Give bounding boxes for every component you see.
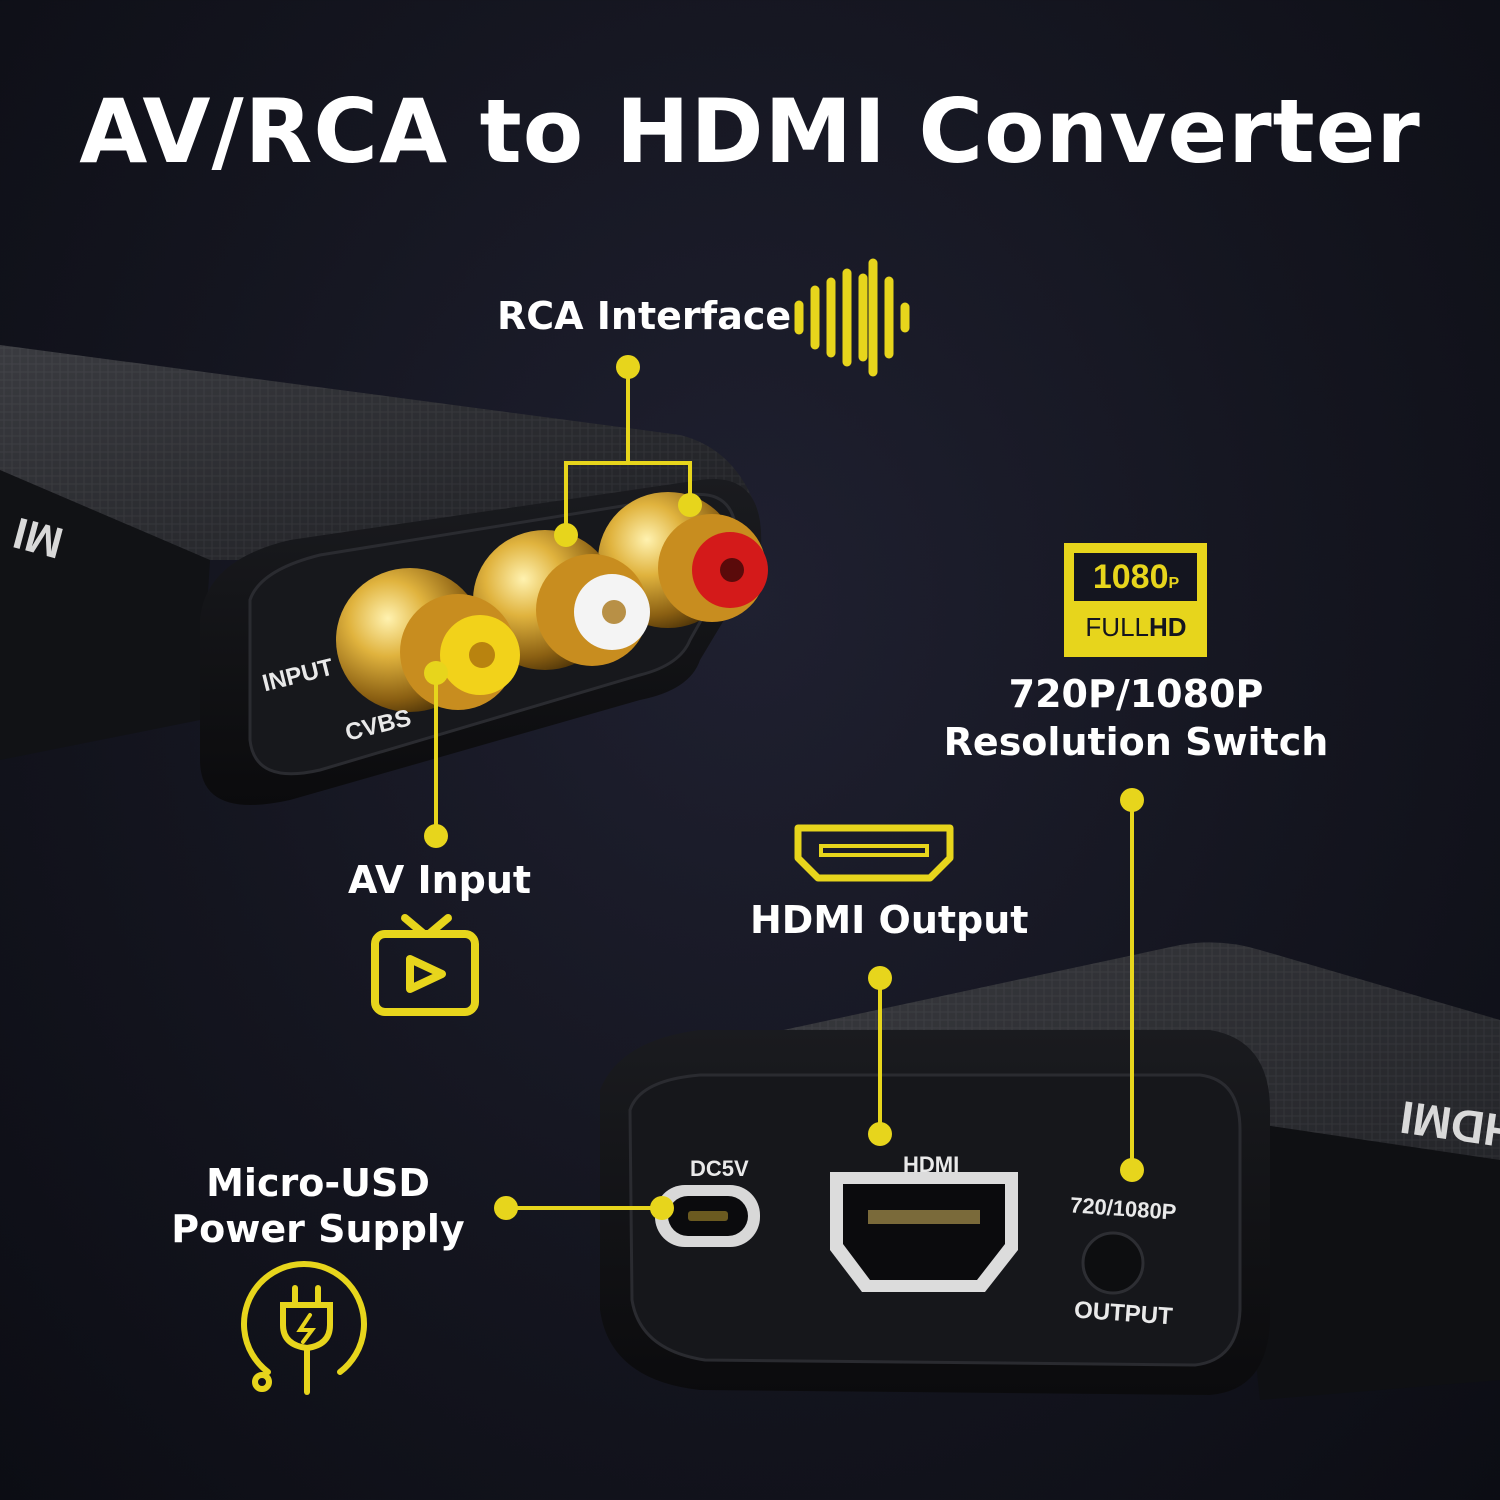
tv-play-icon <box>371 914 479 1016</box>
full-hd-badge <box>1064 543 1207 657</box>
power-plug-icon <box>241 1261 367 1395</box>
label-av-input: AV Input <box>348 858 532 902</box>
sound-wave-icon <box>794 258 910 377</box>
badge-hd: HD <box>1149 612 1187 642</box>
converter-rca-side <box>0 345 768 805</box>
label-resolution-line2: Resolution Switch <box>943 720 1329 764</box>
device-label-hdmi: HDMI <box>903 1152 960 1177</box>
hdmi-port-icon <box>794 824 954 882</box>
label-power-line1: Micro-USD <box>206 1161 430 1205</box>
converter-hdmi-side <box>600 942 1500 1400</box>
badge-fullhd: FULLHD <box>1066 610 1206 644</box>
device-label-dc5v: DC5V <box>690 1156 749 1181</box>
label-rca-interface: RCA Interface <box>497 294 792 338</box>
label-power-supply: Micro-USD Power Supply <box>168 1160 468 1252</box>
badge-full: FULL <box>1085 612 1149 642</box>
callout-lines <box>434 367 1134 1210</box>
label-resolution-line1: 720P/1080P <box>1008 672 1264 716</box>
badge-resolution: 1080 <box>1092 558 1169 596</box>
badge-p: P <box>1168 575 1180 592</box>
label-hdmi-output: HDMI Output <box>750 898 1029 942</box>
badge-1080: 1080P <box>1076 556 1196 605</box>
label-power-line2: Power Supply <box>171 1207 465 1251</box>
label-resolution-switch: 720P/1080P Resolution Switch <box>936 670 1336 766</box>
page-title: AV/RCA to HDMI Converter <box>79 80 1421 183</box>
resolution-switch-button <box>1081 1231 1145 1295</box>
callout-dots <box>424 355 1144 1220</box>
